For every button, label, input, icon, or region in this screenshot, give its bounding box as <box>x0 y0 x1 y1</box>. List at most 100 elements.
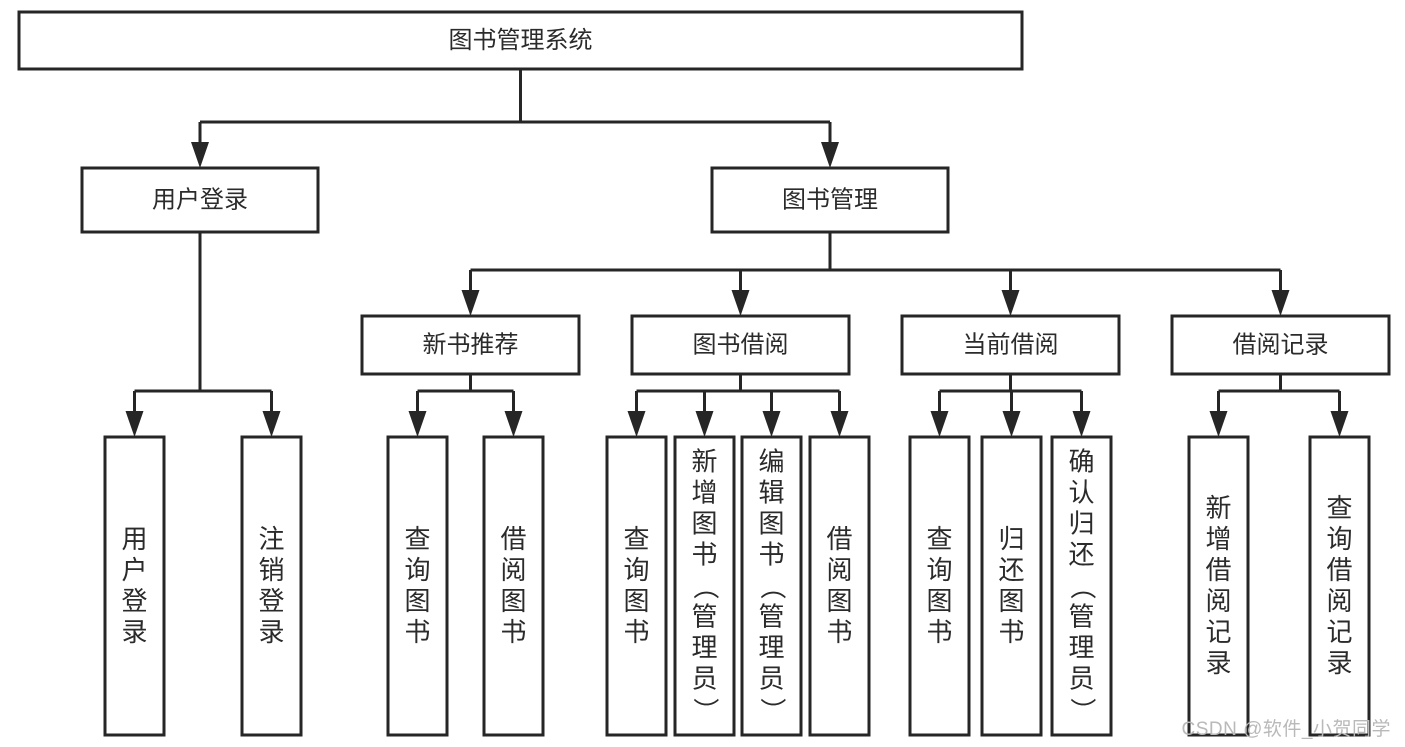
node-label-glyph: 管 <box>1068 602 1094 632</box>
node-label-glyph: 辑 <box>758 478 784 508</box>
node-box[interactable] <box>17 10 1024 71</box>
node-label-glyph: 图 <box>758 509 784 539</box>
node-new-book-rec[interactable]: 新书推荐 <box>360 314 581 376</box>
node-label-glyph: 查 <box>623 524 649 554</box>
node-label-glyph: 查 <box>926 524 952 554</box>
node-label-glyph: 登 <box>258 586 284 616</box>
node-root[interactable]: 图书管理系统 <box>17 10 1024 71</box>
node-label-glyph: 员 <box>691 664 717 694</box>
node-user-login[interactable]: 用户登录 <box>80 166 320 234</box>
arrow-head-icon <box>1002 411 1021 437</box>
node-box[interactable] <box>980 435 1043 737</box>
node-label: 图书管理 <box>782 186 878 213</box>
node-box[interactable] <box>630 314 851 376</box>
node-label-glyph: 书 <box>404 617 430 647</box>
node-label-glyph: 图 <box>826 586 852 616</box>
node-box[interactable] <box>740 435 803 737</box>
node-box[interactable] <box>1170 314 1391 376</box>
node-label-glyph: 借 <box>1326 555 1352 585</box>
node-box[interactable] <box>1050 435 1113 737</box>
node-box[interactable] <box>808 435 871 737</box>
node-book-borrow[interactable]: 图书借阅 <box>630 314 851 376</box>
node-label-glyph: 书 <box>758 540 784 570</box>
node-box[interactable] <box>1308 435 1371 737</box>
node-label-glyph: 询 <box>1326 524 1352 554</box>
arrow-head-icon <box>830 411 849 437</box>
arrow-head-icon <box>1209 411 1228 437</box>
node-box[interactable] <box>386 435 449 737</box>
node-label-glyph: 还 <box>1068 540 1094 570</box>
node-label-glyph: 理 <box>1068 633 1094 663</box>
node-borrow-record[interactable]: 借阅记录 <box>1170 314 1391 376</box>
node-label-glyph: 录 <box>121 617 147 647</box>
node-label-glyph: （ <box>691 573 721 599</box>
node-label-glyph: ） <box>691 697 721 723</box>
node-box[interactable] <box>605 435 668 737</box>
node-label-glyph: 借 <box>500 524 526 554</box>
node-label-glyph: 查 <box>404 524 430 554</box>
node-box[interactable] <box>908 435 971 737</box>
node-label-glyph: 书 <box>998 617 1024 647</box>
node-current-borrow[interactable]: 当前借阅 <box>900 314 1121 376</box>
node-label-glyph: 归 <box>998 524 1024 554</box>
node-label-glyph: 图 <box>404 586 430 616</box>
node-label-glyph: 管 <box>691 602 717 632</box>
node-label-glyph: 认 <box>1068 478 1094 508</box>
node-box[interactable] <box>482 435 545 737</box>
arrow-head-icon <box>1001 290 1020 316</box>
node-label-glyph: 书 <box>691 540 717 570</box>
node-label-glyph: 编 <box>758 447 784 477</box>
node-box[interactable] <box>80 166 320 234</box>
node-label-glyph: 登 <box>121 586 147 616</box>
arrow-head-icon <box>1330 411 1349 437</box>
node-label-glyph: 新 <box>1205 493 1231 523</box>
node-label: 用户登录 <box>152 186 248 213</box>
arrow-head-icon <box>191 142 209 168</box>
node-box[interactable] <box>240 435 303 737</box>
node-label-glyph: 阅 <box>500 555 526 585</box>
node-label-glyph: 记 <box>1205 617 1231 647</box>
arrow-head-icon <box>627 411 646 437</box>
node-label-glyph: 录 <box>1205 648 1231 678</box>
node-label-glyph: 图 <box>998 586 1024 616</box>
node-label-glyph: 阅 <box>826 555 852 585</box>
node-label: 借阅记录 <box>1233 331 1329 358</box>
arrow-head-icon <box>125 411 144 437</box>
node-label-glyph: 图 <box>500 586 526 616</box>
node-label: 当前借阅 <box>963 331 1059 358</box>
node-box[interactable] <box>710 166 950 234</box>
node-label-glyph: 还 <box>998 555 1024 585</box>
arrow-head-icon <box>930 411 949 437</box>
node-label-glyph: 借 <box>826 524 852 554</box>
node-label: 新书推荐 <box>423 331 519 358</box>
node-label-glyph: 用 <box>121 524 147 554</box>
node-box[interactable] <box>360 314 581 376</box>
node-book-manage[interactable]: 图书管理 <box>710 166 950 234</box>
node-label-glyph: 销 <box>258 555 284 585</box>
node-leaf-user-login[interactable]: 用户登录 <box>103 435 166 737</box>
node-box[interactable] <box>900 314 1121 376</box>
node-box[interactable] <box>1187 435 1250 737</box>
node-label-glyph: ） <box>758 697 788 723</box>
node-label-glyph: 询 <box>926 555 952 585</box>
node-box[interactable] <box>673 435 736 737</box>
node-label-glyph: 图 <box>623 586 649 616</box>
node-box[interactable] <box>103 435 166 737</box>
node-label-glyph: 记 <box>1326 617 1352 647</box>
connector-layer <box>125 69 1349 437</box>
node-label-glyph: 阅 <box>1326 586 1352 616</box>
node-layer: 图书管理系统用户登录图书管理新书推荐图书借阅当前借阅借阅记录用户登录注销登录查询… <box>17 10 1391 737</box>
